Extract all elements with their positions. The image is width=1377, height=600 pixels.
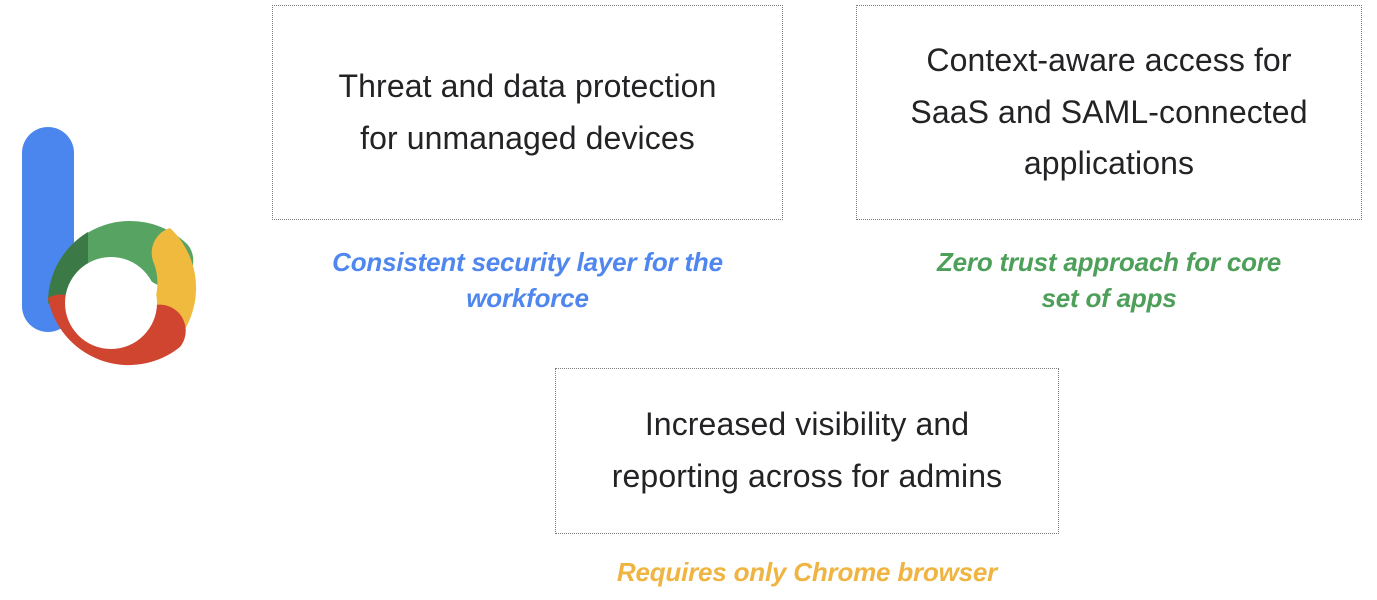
card-threat-protection: Threat and data protection for unmanaged…: [272, 5, 783, 220]
card-context-aware-access: Context-aware access for SaaS and SAML-c…: [856, 5, 1362, 220]
card-context-aware-access-text: Context-aware access for SaaS and SAML-c…: [910, 41, 1308, 182]
card-visibility-reporting: Increased visibility and reporting acros…: [555, 368, 1059, 534]
logo-counter: [65, 257, 157, 349]
card-threat-protection-text: Threat and data protection for unmanaged…: [338, 67, 717, 156]
caption-consistent-security-layer: Consistent security layer for the workfo…: [332, 247, 723, 313]
caption-requires-chrome-browser: Requires only Chrome browser: [616, 557, 998, 587]
card-visibility-reporting-text: Increased visibility and reporting acros…: [611, 406, 1003, 494]
chrome-enterprise-b-logo: [14, 120, 210, 388]
caption-zero-trust-approach: Zero trust approach for core set of apps: [936, 247, 1282, 313]
